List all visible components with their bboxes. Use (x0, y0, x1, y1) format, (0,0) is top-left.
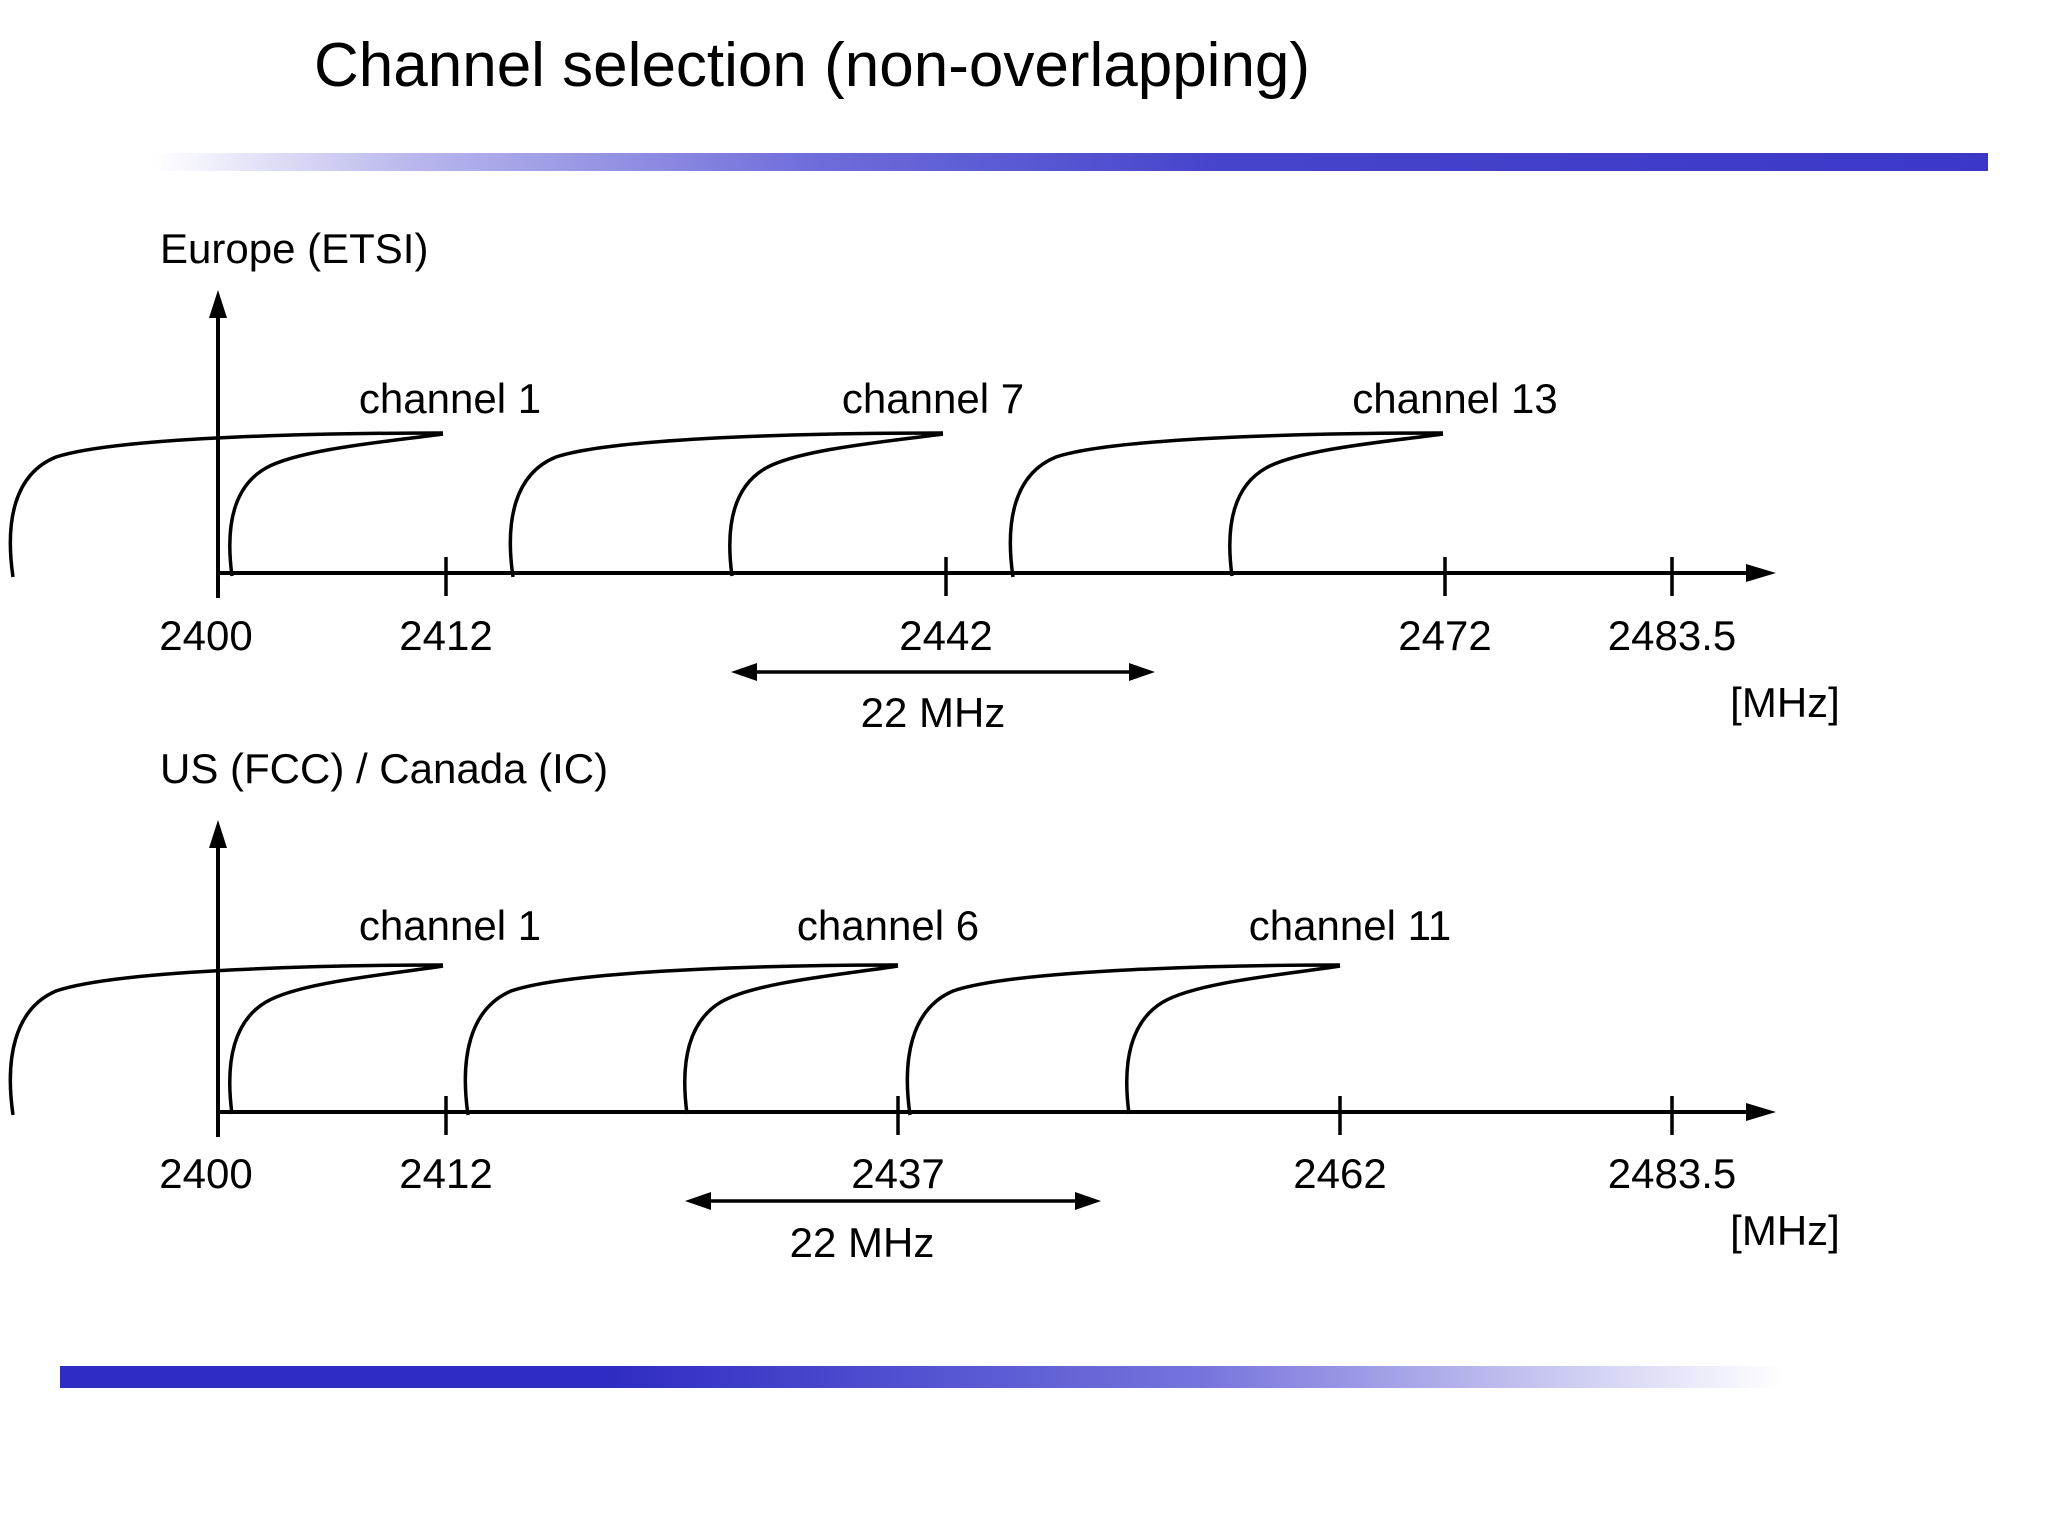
unit-label: [MHz] (1730, 679, 1840, 726)
bandwidth-label: 22 MHz (860, 689, 1006, 736)
power-axis-arrow-icon (209, 820, 227, 848)
channel-6-spectrum-curve (463, 963, 899, 1116)
tick-label: 2442 (899, 612, 993, 659)
bandwidth-arrow-right-icon (1075, 1192, 1101, 1210)
bandwidth-arrow-right-icon (1129, 663, 1155, 681)
tick-marks (444, 1096, 1674, 1135)
bandwidth-arrow-left-icon (731, 663, 757, 681)
slide-title: Channel selection (non-overlapping) (314, 31, 1311, 100)
channel-1-spectrum-curve (8, 963, 444, 1116)
unit-label: [MHz] (1730, 1207, 1840, 1254)
frequency-axis-arrow-icon (1746, 1103, 1776, 1121)
channel-label: channel 13 (1352, 375, 1558, 422)
tick-label: 2437 (851, 1150, 945, 1197)
channel-1-spectrum-curve (8, 431, 444, 578)
channel-13-spectrum-curve (1008, 431, 1444, 578)
tick-label: 2400 (159, 612, 253, 659)
region-label-us-canada: US (FCC) / Canada (IC) (160, 745, 609, 792)
channel-label: channel 1 (358, 375, 542, 422)
bandwidth-arrow-left-icon (685, 1192, 711, 1210)
channel-11-spectrum-curve (905, 963, 1341, 1116)
europe-diagram (8, 290, 1776, 681)
channel-7-spectrum-curve (508, 431, 944, 578)
top-divider-bar (155, 153, 1988, 171)
tick-label: 2483.5 (1607, 1150, 1737, 1197)
channel-label: channel 11 (1248, 902, 1452, 949)
channel-label: channel 7 (841, 375, 1025, 422)
tick-label: 2412 (399, 612, 493, 659)
frequency-axis-arrow-icon (1746, 564, 1776, 582)
bandwidth-arrow (731, 663, 1155, 681)
bandwidth-label: 22 MHz (789, 1219, 935, 1266)
tick-marks (444, 557, 1674, 596)
us-canada-diagram (8, 820, 1776, 1210)
channel-label: channel 1 (358, 902, 542, 949)
tick-label: 2400 (159, 1150, 253, 1197)
bottom-divider-bar (60, 1366, 1892, 1388)
tick-label: 2462 (1293, 1150, 1387, 1197)
tick-label: 2472 (1398, 612, 1492, 659)
channel-label: channel 6 (796, 902, 980, 949)
power-axis-arrow-icon (209, 290, 227, 318)
bandwidth-arrow (685, 1192, 1101, 1210)
region-label-europe: Europe (ETSI) (160, 225, 429, 272)
tick-label: 2483.5 (1607, 612, 1737, 659)
tick-label: 2412 (399, 1150, 493, 1197)
